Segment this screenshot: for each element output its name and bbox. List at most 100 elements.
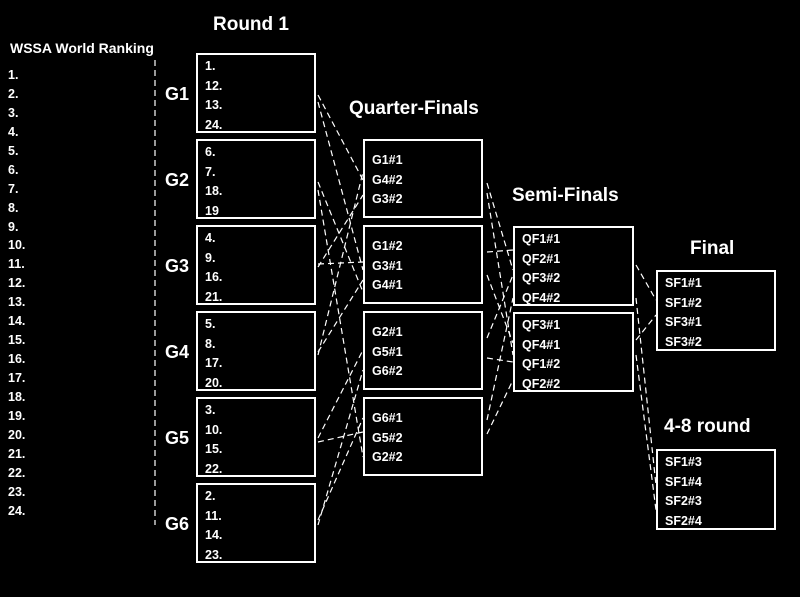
seed-entry: 10. — [205, 422, 223, 437]
group-label: G4 — [165, 342, 190, 362]
seed-entry: 5. — [205, 317, 216, 331]
sf-entry: QF2#1 — [522, 251, 561, 266]
ranking-item: 18. — [8, 389, 26, 404]
final-entry: SF1#2 — [665, 295, 702, 310]
connector-line — [317, 349, 364, 439]
seed-entry: 23. — [205, 547, 223, 562]
seed-entry: 2. — [205, 489, 216, 503]
group-label: G6 — [165, 514, 190, 534]
bracket-connectors — [317, 94, 657, 526]
round-4-8-entry: SF2#4 — [665, 513, 702, 528]
round-4-8-entry: SF2#3 — [665, 494, 702, 508]
group-box: 5.8.17.20. — [196, 311, 316, 391]
sf-entry: QF2#2 — [522, 376, 561, 391]
round-4-8-entry: SF1#3 — [665, 455, 702, 469]
ranking-item: 11. — [8, 257, 25, 272]
group-box: 3. 10. 15. 22. — [196, 397, 316, 477]
connector-line — [317, 431, 364, 443]
ranking-item: 1. — [8, 68, 19, 82]
connector-line — [486, 274, 514, 344]
seed-entry: 11. — [205, 508, 222, 523]
ranking-item: 10. — [8, 238, 26, 253]
connector-line — [317, 417, 364, 521]
group-box: 6. 7. 18. 19 — [196, 139, 316, 219]
sf-entry: QF3#1 — [522, 318, 561, 332]
group-label: G5 — [165, 428, 190, 448]
semi-finals-title: Semi-Finals — [512, 185, 619, 206]
quarter-finals-title: Quarter-Finals — [349, 98, 479, 119]
final-title: Final — [690, 238, 735, 259]
connector-line — [317, 369, 364, 526]
ranking-item: 3. — [8, 105, 19, 120]
ranking-item: 5. — [8, 143, 19, 158]
ranking-title: WSSA World Ranking — [10, 40, 154, 56]
seed-entry: 14. — [205, 528, 223, 542]
qf-entry: G2#2 — [372, 450, 403, 464]
connector-line — [317, 171, 364, 356]
connector-line — [635, 297, 657, 486]
ranking-item: 24. — [8, 503, 26, 518]
qf-entry: G1#1 — [372, 153, 403, 167]
group-label: G1 — [165, 84, 190, 104]
seed-entry: 12. — [205, 78, 223, 93]
connector-line — [317, 279, 364, 353]
seed-entry: 3. — [205, 403, 216, 417]
connector-line — [635, 354, 657, 511]
seed-entry: 13. — [205, 98, 223, 112]
final-entry: SF1#1 — [665, 276, 702, 290]
ranking-item: 19. — [8, 408, 26, 423]
group-label: G3 — [165, 256, 190, 276]
sf-entry: QF1#2 — [522, 357, 561, 371]
round-4-8-title: 4-8 round — [664, 416, 751, 437]
sf-entry: QF1#1 — [522, 232, 561, 246]
seed-entry: 16. — [205, 270, 223, 284]
seed-entry: 4. — [205, 231, 216, 245]
seed-entry: 1. — [205, 59, 216, 73]
seed-entry: 20. — [205, 375, 223, 390]
round1-title: Round 1 — [213, 14, 289, 35]
qf-entry: G3#1 — [372, 258, 403, 273]
ranking-item: 12. — [8, 276, 26, 291]
qf-entry: G1#2 — [372, 239, 403, 253]
seed-entry: 21. — [205, 289, 223, 304]
ranking-item: 21. — [8, 446, 26, 461]
connector-line — [317, 194, 364, 268]
connector-line — [486, 297, 514, 421]
ranking-item: 16. — [8, 352, 26, 367]
seed-entry: 6. — [205, 145, 216, 159]
ranking-item: 15. — [8, 333, 26, 348]
seed-entry: 17. — [205, 356, 223, 370]
qf-entry: G6#1 — [372, 411, 403, 425]
ranking-item: 14. — [8, 314, 26, 329]
seed-entry: 15. — [205, 442, 223, 456]
ranking-item: 20. — [8, 427, 26, 442]
connector-line — [317, 189, 364, 458]
seed-entry: 9. — [205, 250, 216, 265]
seed-entry: 7. — [205, 164, 216, 179]
seed-entry: 18. — [205, 184, 223, 198]
qf-entry: G4#2 — [372, 172, 403, 187]
ranking-item: 13. — [8, 295, 26, 310]
connector-line — [635, 264, 657, 301]
round-4-8-entry: SF1#4 — [665, 474, 702, 489]
ranking-item: 7. — [8, 181, 19, 196]
ranking-list: 1.2.3.4.5.6.7.8.9.10.11.12.13.14.15.16.1… — [8, 66, 25, 521]
seed-entry: 22. — [205, 461, 223, 476]
connector-line — [635, 314, 657, 341]
qf-entry: G4#1 — [372, 278, 403, 292]
qf-entry: G3#2 — [372, 192, 403, 206]
ranking-item: 2. — [8, 86, 19, 101]
qf-entry: G6#2 — [372, 364, 403, 378]
seed-entry: 24. — [205, 117, 223, 132]
seed-entry: 19 — [205, 203, 219, 218]
